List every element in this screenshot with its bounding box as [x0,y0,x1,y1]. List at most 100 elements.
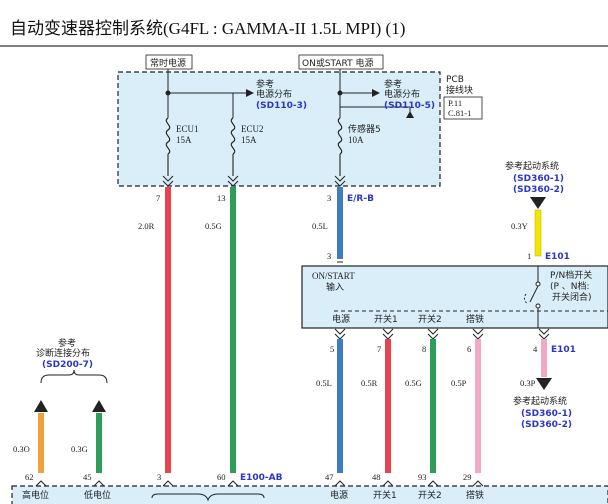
ground-label: 搭铁 [466,489,484,501]
ref-power-label-2: 电源分布 [256,88,292,100]
fuse-name: 传感器5 [348,123,381,135]
arrow-down-icon [530,197,546,209]
ref-start-label: 参考起动系统 [513,395,567,407]
wire-label: 0.3P [520,378,536,388]
wire-label: 0.3G [71,444,88,454]
power-label: 电源 [330,489,348,501]
on-start-power-box [298,54,384,70]
brace [151,493,265,502]
ref-power-label-2: 电源分布 [384,88,420,100]
fuse-name: ECU2 [241,124,264,134]
conn-e101: E101 [551,345,576,355]
switch1-label: 开关1 [374,313,398,325]
constant-power-box [145,54,193,70]
pcb-page-box [443,96,483,120]
switch2-label: 开关2 [418,489,442,501]
power-label: 电源 [332,313,350,325]
conn-e101: E101 [545,252,570,262]
switch2-label: 开关2 [418,313,442,325]
fuse-rating: 15A [241,135,257,145]
wire-label: 0.5L [312,221,328,231]
wire-yellow [534,209,542,257]
arrow-up-icon [34,400,48,412]
on-start-power-label: ON或START 电源 [302,57,373,69]
pn-switch-label: P/N档开关 [550,269,592,281]
switch1-label: 开关1 [373,489,397,501]
wire-label: 0.5R [361,378,378,388]
constant-power-label: 常时电源 [150,57,186,69]
ref-start-label: 参考起动系统 [505,160,559,172]
pin-45: 45 [83,472,92,482]
fuse-rating: 10A [348,135,364,145]
conn-e100-ab: E100-AB [240,473,283,483]
ref-diag-label-2: 诊断连接分布 [36,347,90,359]
arrow-right-icon [246,89,254,97]
junction-dot [165,90,171,96]
ref-sd360-2[interactable]: (SD360-2) [513,185,564,195]
pn-switch-label-2: (P 、N档: [550,280,590,292]
pin-47: 47 [325,472,334,482]
arrow-up-icon [406,111,414,118]
pin-29: 29 [463,472,472,482]
pin-48: 48 [372,472,381,482]
pcb-label-2: 接线块 [446,84,473,96]
pin-8: 8 [422,344,426,354]
wire-label: 0.5G [205,221,222,231]
wire-pink [541,339,547,377]
ref-sd110-3[interactable]: (SD110-3) [256,101,307,111]
pcb-junction-block [117,71,441,187]
ref-power-label: 参考 [384,78,402,90]
on-start-input-2: 输入 [326,281,344,293]
wire-label: 0.3Y [511,221,528,231]
arrow-right-icon [372,89,380,97]
wire-green [230,187,236,473]
arrow-up-icon [92,400,106,412]
pin-4: 4 [533,344,538,354]
wire-pink [475,339,481,473]
pin-6: 6 [467,344,471,354]
pin-93: 93 [418,472,427,482]
ref-sd360-1[interactable]: (SD360-1) [513,174,564,184]
wire-label: 0.5P [451,378,467,388]
ecu-box [11,485,608,504]
low-label: 低电位 [84,489,111,501]
ref-sd360-2[interactable]: (SD360-2) [521,420,572,430]
wire-label: 2.0R [138,221,155,231]
on-start-input: ON/START [312,271,355,281]
wire-orange [38,413,44,473]
pcb-label: PCB [446,75,464,85]
ref-sd360-1[interactable]: (SD360-1) [521,409,572,419]
pn-switch-icon [523,266,541,328]
wire-label: 0.5L [316,378,332,388]
pin-5: 5 [330,344,334,354]
pin-3: 3 [157,472,161,482]
wire-blue [337,339,343,473]
pn-switch-label-3: 开关闭合) [552,291,592,303]
pin-7: 7 [156,193,160,203]
high-label: 高电位 [22,489,49,501]
wire-green [96,413,102,473]
pcb-page-2: C.81-1 [448,108,471,118]
ref-sd110-5[interactable]: (SD110-5) [384,101,435,111]
fuse-name: ECU1 [176,124,199,134]
fuse-icon [165,117,343,176]
brace [40,369,108,384]
fuse-rating: 15A [176,135,192,145]
pcb-page-1: P.11 [448,98,462,108]
junction-dot [337,90,343,96]
ref-diag-label: 参考 [58,337,76,349]
pin-13: 13 [217,193,226,203]
wire-red [165,187,171,473]
pin-7: 7 [377,344,381,354]
arrow-down-icon [536,378,552,390]
wire-red [385,339,391,473]
wire-blue [337,187,343,259]
ref-sd200-7[interactable]: (SD200-7) [42,360,93,370]
pin-60: 60 [217,472,226,482]
page-title: 自动变速器控制系统(G4FL : GAMMA-II 1.5L MPI) (1) [10,19,405,38]
pin-3: 3 [327,193,331,203]
conn-er-b: E/R-B [347,194,374,204]
ref-power-label: 参考 [256,78,274,90]
